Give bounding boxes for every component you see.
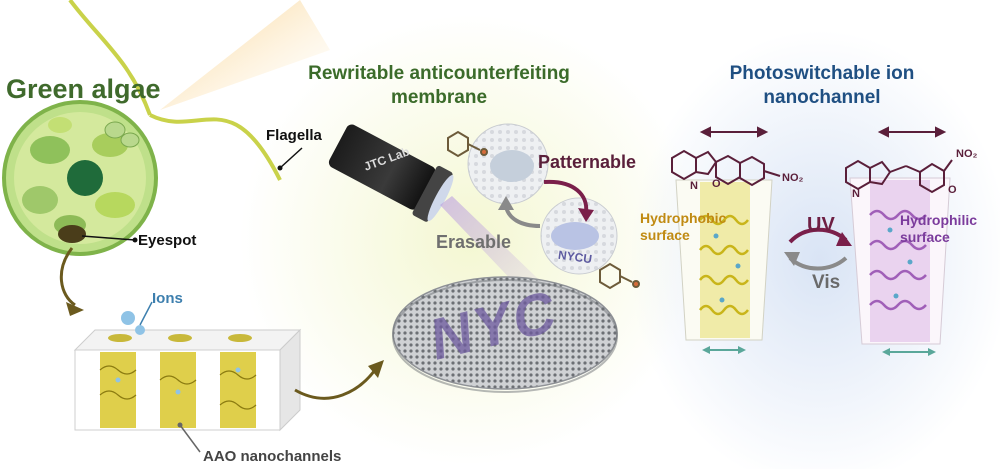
hydrophobic-channel <box>675 179 773 354</box>
eyespot-pointer <box>81 235 136 241</box>
aao-nanochannels-label: AAO nanochannels <box>203 448 342 465</box>
flagella-label: Flagella <box>266 127 322 144</box>
erasable-label: Erasable <box>436 232 512 252</box>
hydrophilic-surface-label: Hydrophilic surface <box>900 212 978 245</box>
nucleus <box>67 160 103 196</box>
spiropyran-structure <box>671 126 781 187</box>
light-device <box>328 124 454 222</box>
hydrophobic-surface-label: Hydrophobic surface <box>640 210 727 243</box>
photoswitchable-nanochannel-title: Photoswitchable ion nanochannel <box>729 63 915 108</box>
no2-label-right: NO₂ <box>956 148 978 160</box>
aao-pointer <box>179 424 201 453</box>
n-label-left: N <box>690 180 698 192</box>
flagellum-top <box>68 0 152 116</box>
green-algae-title: Green algae <box>6 74 161 104</box>
vis-label: Vis <box>812 272 841 293</box>
patternable-arrow <box>543 179 589 213</box>
o-label-left: O <box>712 178 721 190</box>
flagellum-right <box>149 113 282 181</box>
molecule-small-1 <box>447 130 488 158</box>
eyespot <box>58 225 86 243</box>
ion-particle <box>121 311 135 325</box>
arrow-aao-to-membrane <box>294 369 377 400</box>
uv-label: UV <box>807 214 835 236</box>
arrow-algae-to-aao <box>59 247 76 307</box>
light-beam <box>160 0 330 110</box>
rewritable-membrane-title: Rewritable anticounterfeiting membrane <box>308 63 570 108</box>
aao-block <box>73 311 302 432</box>
merocyanine-structure <box>845 126 953 194</box>
molecule-small-2 <box>599 262 640 290</box>
hydrophilic-channel <box>849 177 951 356</box>
eyespot-label: Eyespot <box>138 232 197 249</box>
ions-label: Ions <box>152 290 183 307</box>
n-label-right: N <box>852 188 860 200</box>
no2-label-left: NO₂ <box>782 172 804 184</box>
o-label-right: O <box>948 184 957 196</box>
flagella-pointer <box>279 147 303 169</box>
nanochannel-glow <box>630 30 1000 469</box>
patternable-label: Patternable <box>538 152 637 172</box>
algae-cell <box>2 0 282 256</box>
